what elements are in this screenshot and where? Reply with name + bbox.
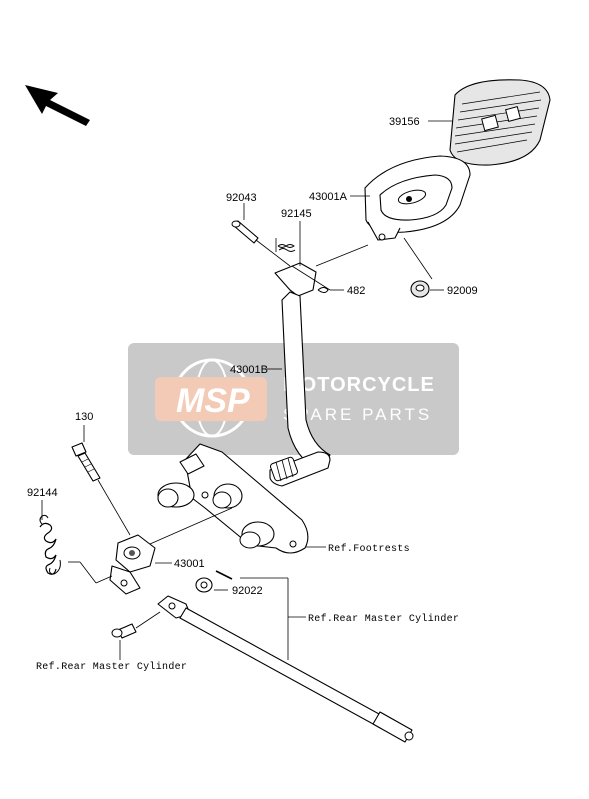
ref-rear-master-cylinder-right: Ref.Rear Master Cylinder [308, 613, 459, 625]
lever-43001 [109, 534, 156, 595]
label-92009: 92009 [447, 285, 478, 297]
leader-lines [41, 120, 452, 660]
label-92145: 92145 [281, 208, 312, 220]
washer-92009 [410, 280, 430, 298]
label-39156: 39156 [389, 116, 420, 128]
washer-92022 [195, 570, 233, 593]
label-92043: 92043 [226, 192, 257, 204]
spring-92144 [39, 514, 61, 575]
label-130: 130 [75, 411, 93, 423]
ref-rear-master-cylinder-left: Ref.Rear Master Cylinder [36, 661, 187, 673]
push-rod [157, 595, 414, 743]
cotter-pin-482 [317, 287, 329, 293]
clevis-pin [111, 623, 137, 639]
watermark-line2: SPARE PARTS [283, 405, 432, 424]
watermark-logo: MSP [176, 382, 250, 420]
direction-arrow-icon [25, 85, 90, 126]
pedal-pad [364, 155, 471, 241]
pedal-arm [269, 262, 331, 487]
label-43001: 43001 [174, 558, 205, 570]
label-92144: 92144 [27, 487, 58, 499]
spring-92145 [275, 238, 296, 252]
label-482: 482 [347, 285, 365, 297]
label-92022: 92022 [232, 585, 263, 597]
pin-92043 [231, 220, 259, 244]
bolt-130 [71, 442, 101, 482]
ref-footrests: Ref.Footrests [328, 543, 410, 555]
footrest-bracket [157, 443, 309, 554]
label-43001A: 43001A [309, 191, 348, 203]
label-43001B: 43001B [230, 364, 268, 376]
pedal-rubber [449, 79, 551, 166]
watermark-line1: MOTORCYCLE [283, 374, 435, 396]
watermark-logo-box [155, 377, 267, 421]
